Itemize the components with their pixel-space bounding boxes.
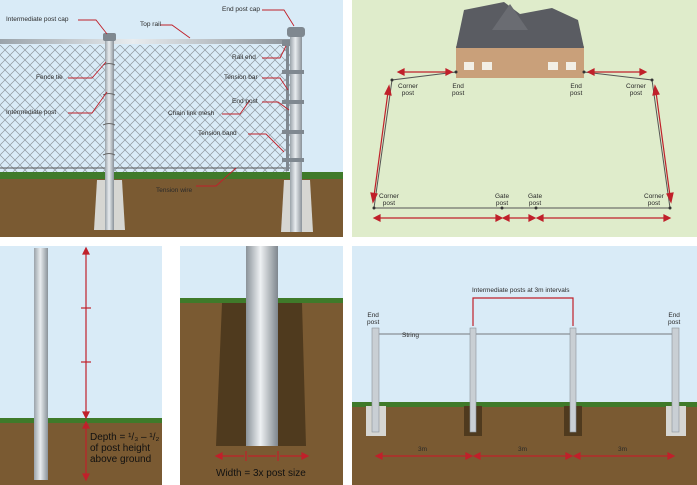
ground: [0, 422, 162, 485]
grass: [0, 172, 343, 179]
house: [456, 2, 584, 78]
label-interval-2: 3m: [518, 446, 528, 453]
intermediate-post-2: [564, 327, 582, 436]
intermediate-post-1: [464, 327, 482, 436]
width-rule-text: Width = 3x post size: [216, 468, 306, 479]
post-depth-panel: Depth = ¹/₃ – ¹/₂ of post height above g…: [0, 246, 162, 485]
fence-post: [246, 246, 278, 446]
fence-ties: [102, 63, 116, 156]
post-spacing-illustration: [352, 246, 697, 485]
dimension-arrows: [370, 68, 674, 222]
hole-width-illustration: [180, 246, 343, 485]
spacing-arrows: [374, 297, 676, 460]
post-markers: [372, 70, 672, 210]
label-chain-link-mesh: Chain link mesh: [168, 110, 215, 117]
fence-components-panel: Intermediate post cap Top rail End post …: [0, 0, 343, 237]
label-spacing-end-post-right: End post: [668, 312, 681, 326]
label-top-rail: Top rail: [140, 21, 161, 28]
label-end-post-cap: End post cap: [222, 6, 260, 13]
intermediate-post-cap: [103, 33, 116, 41]
site-plan-panel: Corner post End post End post Corner pos…: [352, 0, 697, 237]
label-plan-end-post-left: End post: [452, 83, 465, 97]
label-plan-gate-post-2: Gate post: [528, 193, 543, 207]
fence-post: [34, 248, 48, 480]
site-plan-illustration: [352, 0, 697, 237]
label-rail-end: Rail end: [232, 54, 256, 61]
tension-band-1: [282, 70, 304, 74]
label-plan-corner-post-bottom-right: Corner post: [644, 193, 664, 207]
height-and-depth-arrows: [81, 246, 91, 482]
label-plan-corner-post-left: Corner post: [398, 83, 418, 97]
label-spacing-title: Intermediate posts at 3m intervals: [472, 287, 570, 294]
chain-link-mesh: [0, 45, 296, 172]
width-arrows: [214, 451, 310, 461]
ground: [352, 406, 697, 485]
end-post-left: [366, 327, 386, 436]
fence-components-illustration: [0, 0, 343, 237]
tension-band-2: [282, 100, 304, 104]
label-tension-bar: Tension bar: [224, 74, 258, 81]
label-spacing-end-post-left: End post: [367, 312, 380, 326]
grass: [0, 418, 162, 423]
grass: [352, 402, 697, 407]
label-fence-tie: Fence tie: [36, 74, 63, 81]
label-end-post: End post: [232, 98, 258, 105]
end-post-right: [666, 327, 686, 436]
post-spacing-panel: Intermediate posts at 3m intervals End p…: [352, 246, 697, 485]
label-interval-3: 3m: [618, 446, 628, 453]
end-post-cap: [287, 27, 305, 37]
rail-end: [282, 40, 290, 46]
tension-band-4: [282, 158, 304, 162]
post-depth-illustration: [0, 246, 162, 485]
hole-width-panel: Width = 3x post size: [180, 246, 343, 485]
label-tension-band: Tension band: [198, 130, 237, 137]
label-string: String: [402, 332, 419, 339]
label-intermediate-post: Intermediate post: [6, 109, 57, 116]
label-plan-corner-post-right: Corner post: [626, 83, 646, 97]
label-plan-gate-post-1: Gate post: [495, 193, 510, 207]
label-intermediate-post-cap: Intermediate post cap: [6, 16, 69, 23]
callout-leaders: [68, 9, 295, 187]
depth-rule-text: Depth = ¹/₃ – ¹/₂ of post height above g…: [90, 432, 160, 465]
label-tension-wire: Tension wire: [156, 187, 193, 194]
label-interval-1: 3m: [418, 446, 428, 453]
fence-line: [373, 71, 671, 209]
intermediate-post: [105, 40, 114, 230]
label-plan-corner-post-bottom-left: Corner post: [379, 193, 399, 207]
top-rail: [0, 39, 296, 44]
tension-band-3: [282, 130, 304, 134]
label-plan-end-post-right: End post: [570, 83, 583, 97]
